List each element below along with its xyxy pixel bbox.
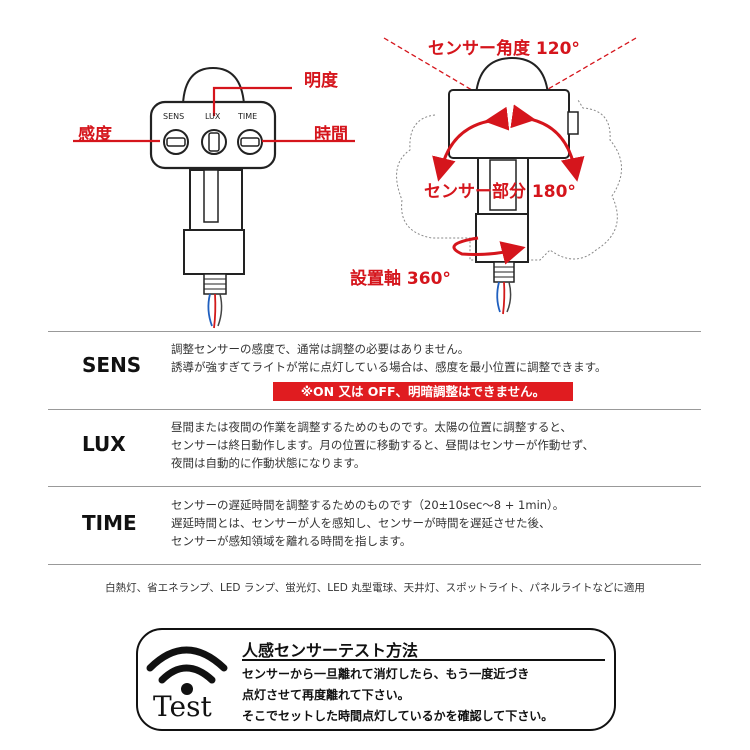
test-line: そこでセットした時間点灯しているかを確認して下さい。 (242, 709, 554, 723)
test-line: センサーから一旦離れて消灯したら、もう一度近づき (242, 667, 530, 681)
divider (48, 564, 701, 565)
divider (48, 409, 701, 410)
row-text-lux: 昼間または夜間の作業を調整するためのものです。太陽の位置に調整すると、 センサー… (171, 418, 594, 472)
row-heading-lux: LUX (82, 432, 126, 456)
row-text-time: センサーの遅延時間を調整するためのものです（20±10sec〜8 + 1min）… (171, 496, 564, 550)
test-line: 点灯させて再度離れて下さい。 (242, 688, 410, 702)
title-underline (242, 659, 605, 661)
divider (48, 331, 701, 332)
row-line: センサーが感知領域を離れる時間を指します。 (171, 534, 412, 548)
row-heading-sens: SENS (82, 353, 142, 377)
test-icon-label: Test (153, 690, 212, 723)
test-method-box (136, 628, 616, 731)
dial-label-time: TIME (238, 112, 258, 121)
divider (48, 486, 701, 487)
row-line: 誘導が強すぎてライトが常に点灯している場合は、感度を最小位置に調整できます。 (171, 360, 607, 374)
dial-label-lux: LUX (205, 112, 221, 121)
mount-axis-label: 設置軸 360° (350, 269, 451, 289)
warning-banner: ※ON 又は OFF、明暗調整はできません。 (273, 382, 573, 401)
test-box-text: センサーから一旦離れて消灯したら、もう一度近づき 点灯させて再度離れて下さい。 … (242, 664, 553, 727)
sensitivity-label: 感度 (78, 125, 112, 145)
sensor-angle-label: センサー角度 120° (428, 39, 580, 59)
row-line: 夜間は自動的に作動状態になります。 (171, 456, 366, 470)
row-line: 調整センサーの感度で、通常は調整の必要はありません。 (171, 342, 470, 356)
row-line: センサーの遅延時間を調整するためのものです（20±10sec〜8 + 1min）… (171, 498, 565, 512)
row-text-sens: 調整センサーの感度で、通常は調整の必要はありません。 誘導が強すぎてライトが常に… (171, 340, 607, 376)
compatible-uses-text: 白熱灯、省エネランプ、LED ランプ、蛍光灯、LED 丸型電球、天井灯、スポット… (105, 582, 645, 594)
time-label: 時間 (314, 125, 348, 145)
row-line: センサーは終日動作します。月の位置に移動すると、昼間はセンサーが作動せず、 (171, 438, 595, 452)
dial-label-sens: SENS (163, 112, 185, 121)
sensor-part-label: センサー部分 180° (424, 182, 576, 202)
row-line: 昼間または夜間の作業を調整するためのものです。太陽の位置に調整すると、 (171, 420, 572, 434)
row-line: 遅延時間とは、センサーが人を感知し、センサーが時間を遅延させた後、 (171, 516, 551, 530)
row-heading-time: TIME (82, 511, 137, 535)
brightness-label: 明度 (304, 71, 338, 91)
test-box-title: 人感センサーテスト方法 (242, 641, 419, 660)
